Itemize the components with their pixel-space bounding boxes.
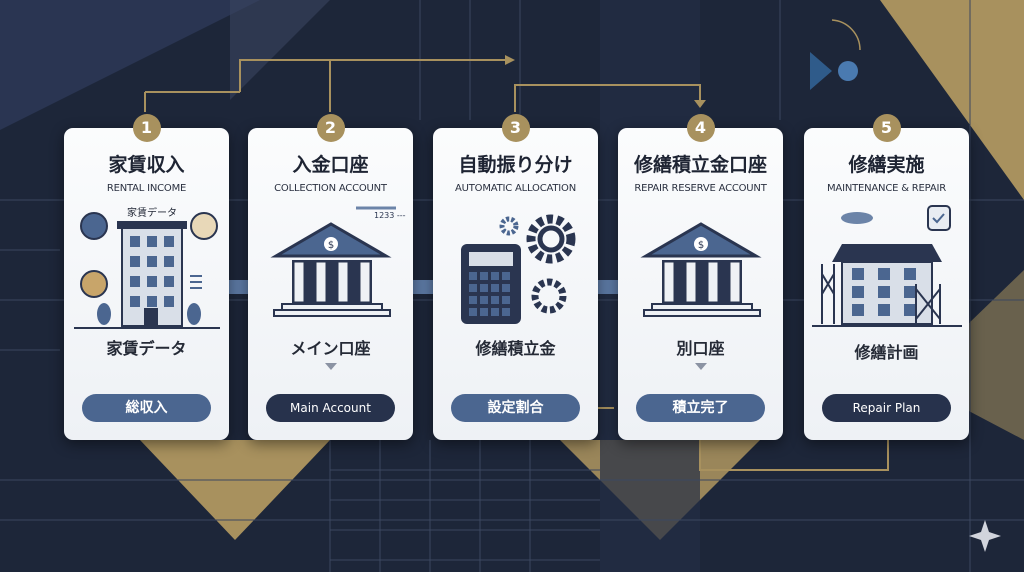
triangle-down-icon xyxy=(324,363,337,370)
step-pill-button[interactable]: Main Account xyxy=(266,394,395,422)
step-label: メイン口座 xyxy=(290,339,371,358)
bank-icon: $ xyxy=(639,222,762,317)
step-card-3: 3 自動振り分け AUTOMATIC ALLOCATION 修繕積立金 設定割合 xyxy=(433,114,598,440)
apartment-icon: 家賃データ xyxy=(73,206,220,329)
step-card-4: 4 修繕積立金口座 REPAIR RESERVE ACCOUNT $ 別口座 積… xyxy=(618,114,783,440)
step-pill-button[interactable]: 設定割合 xyxy=(451,394,580,422)
svg-text:$: $ xyxy=(697,240,703,251)
step-card-5: 5 修繕実施 MAINTENANCE & REPAIR 修繕計画 Repair … xyxy=(804,114,969,440)
step-pill-button[interactable]: Repair Plan xyxy=(822,394,951,422)
account-number: 1233 ---- 2337 5679 xyxy=(374,211,406,220)
step-title: 修繕積立金口座 xyxy=(633,154,767,176)
step-subtitle: AUTOMATIC ALLOCATION xyxy=(454,183,576,194)
step-label: 修繕計画 xyxy=(854,343,919,362)
step-number-badge: 2 xyxy=(316,114,345,142)
step-subtitle: COLLECTION ACCOUNT xyxy=(274,183,387,194)
step-number-badge: 5 xyxy=(872,114,901,142)
step-subtitle: REPAIR RESERVE ACCOUNT xyxy=(634,183,767,194)
step-subtitle: RENTAL INCOME xyxy=(106,183,187,194)
step-title: 家賃収入 xyxy=(108,154,185,176)
step-title: 自動振り分け xyxy=(458,154,573,176)
step-pill-button[interactable]: 積立完了 xyxy=(636,394,765,422)
step-number-badge: 4 xyxy=(686,114,715,142)
triangle-down-icon xyxy=(694,363,707,370)
icon-caption: 家賃データ xyxy=(127,206,177,219)
svg-text:$: $ xyxy=(327,240,333,251)
step-label: 家賃データ xyxy=(106,339,187,358)
step-label: 別口座 xyxy=(676,339,725,358)
step-card-1: 1 家賃収入 RENTAL INCOME 家賃データ 家賃データ 総収入 xyxy=(64,114,229,440)
step-pill-button[interactable]: 総収入 xyxy=(82,394,211,422)
step-title: 入金口座 xyxy=(292,154,369,176)
step-number-badge: 3 xyxy=(501,114,530,142)
step-label: 修繕積立金 xyxy=(475,339,556,358)
step-title: 修繕実施 xyxy=(848,154,925,176)
step-subtitle: MAINTENANCE & REPAIR xyxy=(827,183,946,194)
step-card-2: 2 入金口座 COLLECTION ACCOUNT $ 1233 ---- 23… xyxy=(248,114,413,440)
calculator-gears-icon xyxy=(460,214,575,324)
bank-icon: $ 1233 ---- 2337 5679 xyxy=(269,206,406,317)
building-repair-icon xyxy=(811,205,962,327)
step-number-badge: 1 xyxy=(132,114,161,142)
